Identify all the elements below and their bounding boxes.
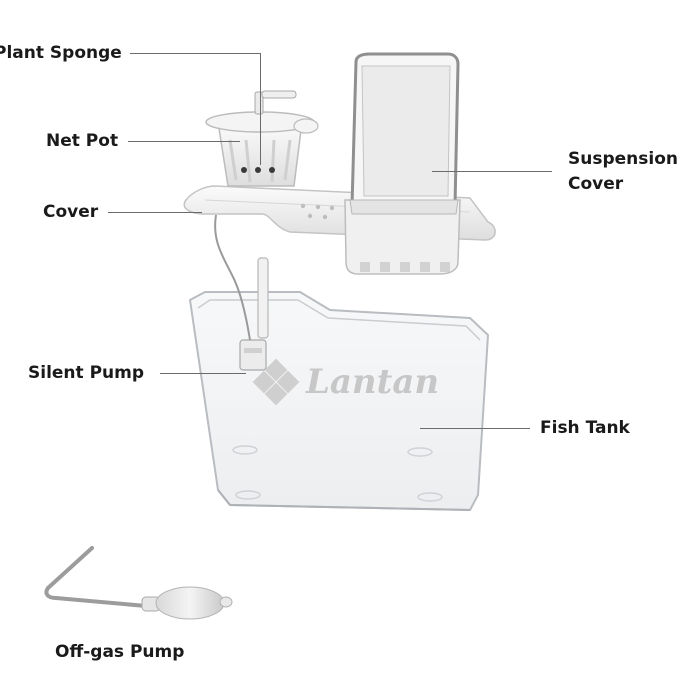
label-suspension-cover-line2: Cover [568,174,624,194]
label-cover: Cover [43,202,99,222]
label-fish-tank: Fish Tank [540,418,630,438]
leader-line-plant-sponge [130,53,260,54]
watermark-text: Lantan [306,362,440,402]
label-net-pot: Net Pot [46,131,119,151]
leader-line-suspension-cover [432,171,552,172]
label-off-gas-pump: Off-gas Pump [55,642,185,662]
leader-line-fish-tank [420,428,530,429]
label-plant-sponge: Plant Sponge [0,43,122,63]
silent-pump [239,257,269,371]
suspension-cover [344,52,461,275]
label-suspension-cover: Suspension Cover [568,148,698,195]
plant-sponge [254,90,297,115]
pump-tube [214,214,251,341]
label-suspension-cover-line1: Suspension [568,149,678,169]
leader-line-plant-sponge-drop [260,53,261,165]
leader-line-silent-pump [160,373,246,374]
watermark-logo-icon [252,358,300,406]
off-gas-pump [44,546,233,620]
label-silent-pump: Silent Pump [28,363,145,383]
net-pot [205,111,319,187]
watermark: Lantan [252,358,440,406]
leader-line-cover [108,212,202,213]
leader-line-net-pot [128,141,240,142]
